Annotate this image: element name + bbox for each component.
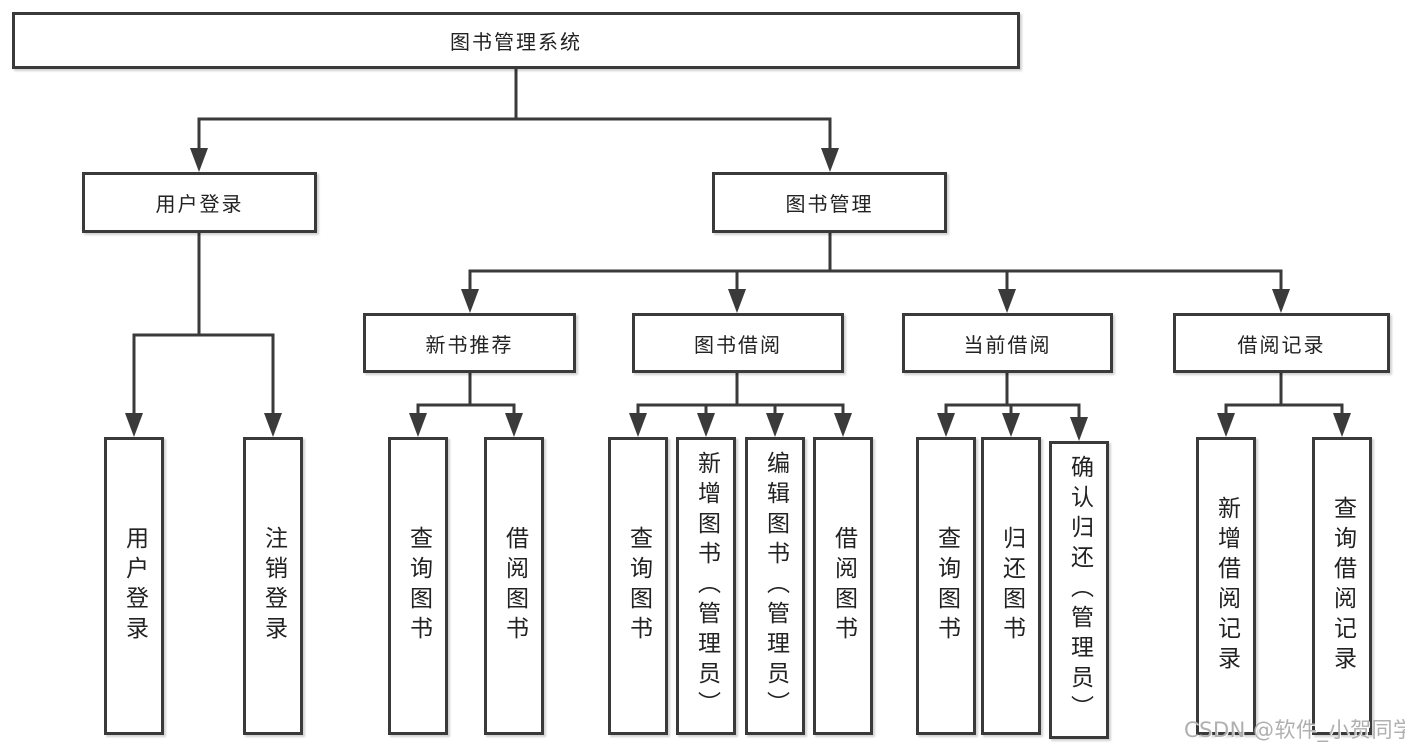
node-new-book-recommend: 新书推荐 — [363, 313, 576, 373]
node-borrowing-records: 借阅记录 — [1173, 313, 1390, 373]
leaf-confirm-return-admin: 确认归还（管理员） — [1049, 441, 1109, 739]
leaf-query-books-2: 查询图书 — [608, 437, 668, 735]
leaf-query-borrow-record-label: 查询借阅记录 — [1329, 496, 1356, 676]
leaf-borrow-books-2-label: 借阅图书 — [830, 526, 857, 646]
leaf-query-books-1: 查询图书 — [388, 437, 448, 735]
leaf-add-books-admin-label: 新增图书（管理员） — [693, 451, 720, 721]
leaf-return-books: 归还图书 — [981, 437, 1041, 735]
leaf-user-login-label: 用户登录 — [121, 526, 148, 646]
node-root: 图书管理系统 — [12, 12, 1020, 69]
leaf-edit-books-admin-label: 编辑图书（管理员） — [762, 451, 789, 721]
csdn-watermark: CSDN @软件_小贺同学 — [1184, 718, 1405, 742]
leaf-query-borrow-record: 查询借阅记录 — [1312, 437, 1372, 735]
node-book-borrowing-label: 图书借阅 — [694, 332, 782, 357]
leaf-user-login: 用户登录 — [104, 437, 164, 735]
leaf-query-books-2-label: 查询图书 — [625, 526, 652, 646]
leaf-logout: 注销登录 — [243, 437, 303, 735]
leaf-borrow-books-2: 借阅图书 — [813, 437, 873, 735]
leaf-logout-label: 注销登录 — [260, 526, 287, 646]
leaf-borrow-books-1: 借阅图书 — [484, 437, 544, 735]
leaf-edit-books-admin: 编辑图书（管理员） — [745, 437, 805, 735]
node-book-borrowing: 图书借阅 — [632, 313, 844, 373]
node-current-borrowing-label: 当前借阅 — [963, 332, 1052, 357]
leaf-borrow-books-1-label: 借阅图书 — [501, 526, 528, 646]
leaf-query-books-1-label: 查询图书 — [405, 526, 432, 646]
node-book-management: 图书管理 — [712, 172, 947, 233]
node-current-borrowing: 当前借阅 — [902, 313, 1113, 373]
node-user-login-label: 用户登录 — [155, 192, 244, 216]
node-user-login: 用户登录 — [82, 172, 317, 233]
leaf-confirm-return-admin-label: 确认归还（管理员） — [1066, 455, 1093, 725]
leaf-add-books-admin: 新增图书（管理员） — [676, 437, 736, 735]
node-borrowing-records-label: 借阅记录 — [1237, 332, 1326, 357]
leaf-add-borrow-record: 新增借阅记录 — [1196, 437, 1256, 735]
node-book-management-label: 图书管理 — [785, 192, 874, 216]
node-new-book-recommend-label: 新书推荐 — [425, 332, 514, 357]
node-root-label: 图书管理系统 — [450, 30, 582, 54]
leaf-add-borrow-record-label: 新增借阅记录 — [1213, 496, 1240, 676]
leaf-query-books-3-label: 查询图书 — [933, 526, 960, 646]
leaf-query-books-3: 查询图书 — [916, 437, 976, 735]
leaf-return-books-label: 归还图书 — [998, 526, 1025, 646]
